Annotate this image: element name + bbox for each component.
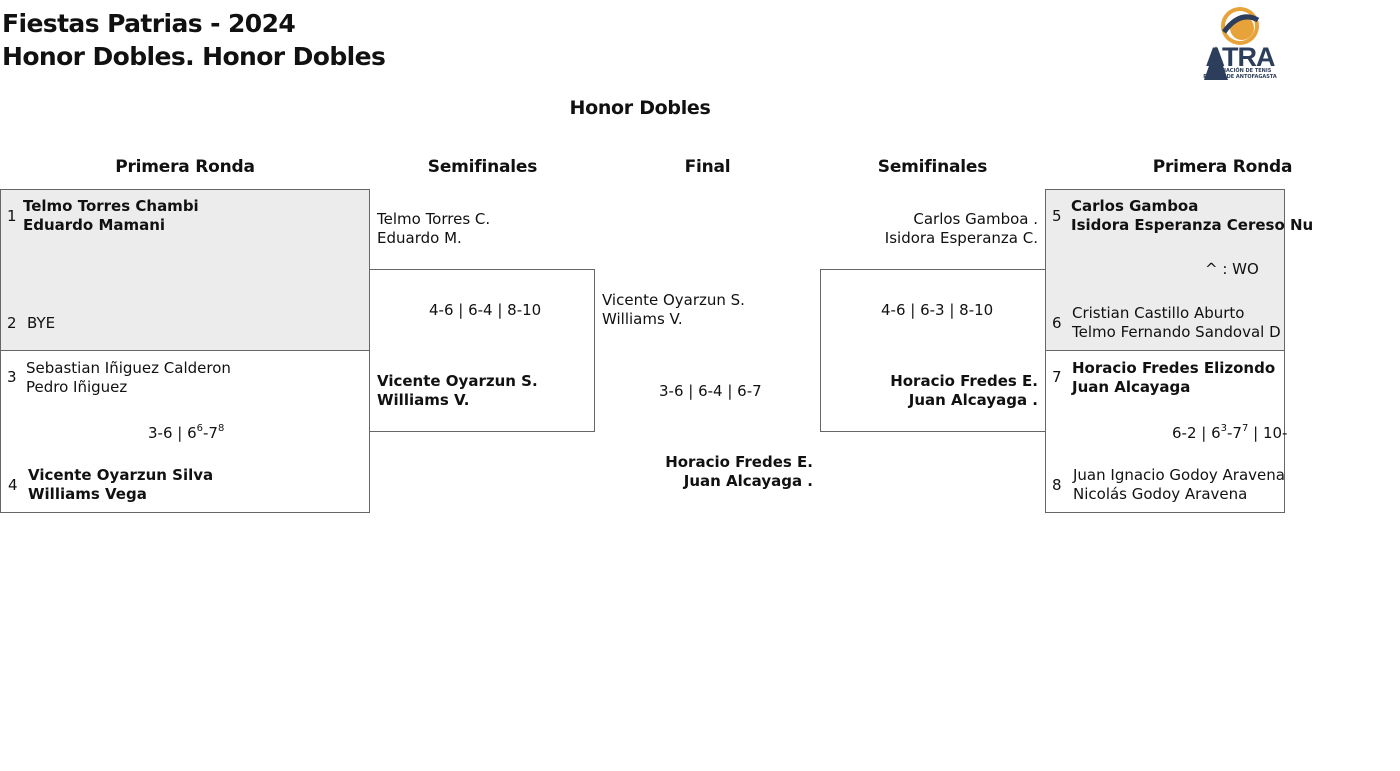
left-semi-winner-player-2: Williams V. (377, 391, 470, 409)
left-semi-winner-player-1: Vicente Oyarzun S. (377, 372, 538, 390)
match-score: 6-2 | 63-77 | 10- (1172, 423, 1288, 442)
team-7-player-1: Horacio Fredes Elizondo (1072, 359, 1276, 377)
round-header-right-semis: Semifinales (877, 157, 988, 177)
match-score: 4-6 | 6-4 | 8-10 (429, 301, 542, 319)
seed-number: 6 (1052, 314, 1062, 332)
team-2-bye: BYE (27, 314, 56, 332)
champion-player-2: Juan Alcayaga . (683, 472, 813, 490)
left-semi-team-a-player-1: Telmo Torres C. (377, 210, 491, 228)
team-7-player-2: Juan Alcayaga (1072, 378, 1191, 396)
seed-number: 2 (7, 314, 17, 332)
match-score: 4-6 | 6-3 | 8-10 (881, 301, 994, 319)
final-team-a-player-2: Williams V. (602, 310, 683, 328)
team-6-player-2: Telmo Fernando Sandoval D (1072, 323, 1281, 341)
seed-number: 3 (7, 368, 17, 386)
tournament-title: Fiestas Patrias - 2024 (2, 9, 296, 38)
team-3-player-1: Sebastian Iñiguez Calderon (26, 359, 231, 377)
seed-number: 7 (1052, 368, 1062, 386)
round-header-left-semis: Semifinales (427, 157, 538, 177)
team-8-player-1: Juan Ignacio Godoy Aravena (1073, 466, 1285, 484)
team-1-player-2: Eduardo Mamani (23, 216, 166, 234)
right-semi-team-a-player-2: Isidora Esperanza C. (884, 229, 1038, 247)
match-box-right-1 (1045, 189, 1285, 351)
seed-number: 8 (1052, 476, 1062, 494)
match-score: 3-6 | 66-78 (148, 423, 225, 442)
team-5-player-1: Carlos Gamboa (1071, 197, 1199, 215)
match-score-walkover: ^ : WO (1205, 260, 1259, 278)
team-3-player-2: Pedro Iñiguez (26, 378, 128, 396)
team-1-player-1: Telmo Torres Chambi (23, 197, 199, 215)
seed-number: 1 (7, 207, 17, 225)
right-semi-winner-player-2: Juan Alcayaga . (908, 391, 1038, 409)
champion-player-1: Horacio Fredes E. (665, 453, 813, 471)
event-title: Honor Dobles. Honor Dobles (2, 42, 386, 71)
round-header-left-first: Primera Ronda (115, 157, 255, 177)
team-5-player-2: Isidora Esperanza Cereso Nu (1071, 216, 1314, 234)
round-header-right-first: Primera Ronda (1152, 157, 1293, 177)
match-box-right-2 (1045, 350, 1285, 513)
final-team-a-player-1: Vicente Oyarzun S. (602, 291, 745, 309)
logo-caption-2: REGIÓN DE ANTOFAGASTA (1203, 74, 1277, 80)
seed-number: 4 (8, 476, 18, 494)
match-box-left-1 (0, 189, 370, 351)
atra-logo: ATRA ASOCIACIÓN DE TENIS REGIÓN DE ANTOF… (1202, 2, 1278, 82)
team-8-player-2: Nicolás Godoy Aravena (1073, 485, 1248, 503)
right-semi-winner-player-1: Horacio Fredes E. (890, 372, 1038, 390)
logo-wordmark: ATRA (1205, 42, 1276, 72)
round-header-final: Final (684, 157, 731, 177)
right-semi-team-a-player-1: Carlos Gamboa . (913, 210, 1038, 228)
match-box-left-semi (369, 269, 595, 432)
logo-caption-1: ASOCIACIÓN DE TENIS (1208, 68, 1272, 74)
final-score: 3-6 | 6-4 | 6-7 (659, 382, 762, 400)
team-4-player-2: Williams Vega (28, 485, 147, 503)
draw-title: Honor Dobles (569, 97, 711, 119)
team-4-player-1: Vicente Oyarzun Silva (28, 466, 214, 484)
team-6-player-1: Cristian Castillo Aburto (1072, 304, 1245, 322)
seed-number: 5 (1052, 207, 1062, 225)
left-semi-team-a-player-2: Eduardo M. (377, 229, 462, 247)
